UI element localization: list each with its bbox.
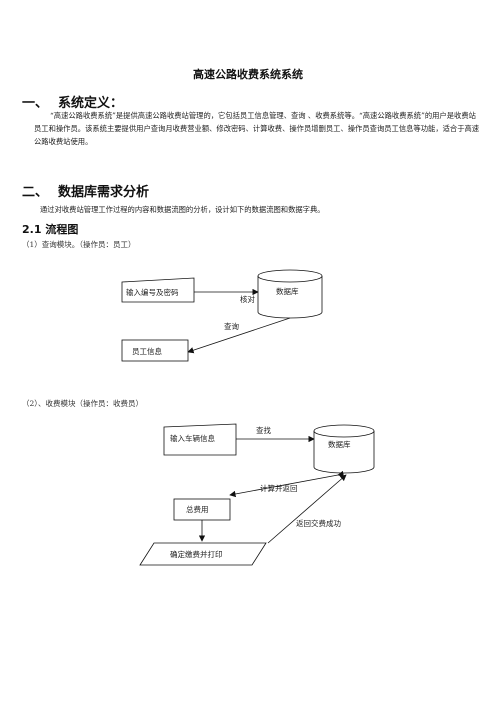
flow2-caption: （2）、收费模块（操作员：收费员） [22,399,144,408]
section2-title: 数据库需求分析 [58,185,150,200]
search-label: 查找 [256,425,271,435]
employee-info-label: 员工信息 [132,346,162,356]
verify-label: 核对 [240,294,255,304]
calc-return-label: 计算并返回 [260,483,298,493]
confirm-pay-print-label: 确定缴费并打印 [170,549,223,559]
input-id-password-label: 输入编号及密码 [126,287,179,297]
section1-heading: 一、系统定义： [22,92,123,111]
payment-success-label: 返回交费成功 [296,518,341,528]
section1-number: 一、 [22,96,49,111]
section2-number: 二、 [22,185,49,200]
section2-paragraph: 通过对收费站管理工作过程的内容和数据流图的分析，设计如下的数据流图和数据字典。 [40,205,325,214]
document-title: 高速公路收费系统系统 [193,68,303,81]
query-label: 查询 [224,321,239,331]
flowchart-charge-module: 输入车辆信息 查找 数据库 计算并返回 总费用 确定缴费并打印 返回交费成功 [139,423,375,566]
section2-heading: 二、数据库需求分析 [22,181,149,200]
database-label: 数据库 [276,286,299,296]
payment-success-arrow [267,474,347,544]
employee-info-box [121,339,189,362]
calc-return-arrow [229,470,345,498]
flow1-caption: （1）查询模块。（操作员：员工） [22,240,136,249]
section1-title: 系统定义： [58,96,124,111]
input-vehicle-info-label: 输入车辆信息 [170,433,215,443]
input-id-password-shape [121,277,195,303]
subsection-2-1-heading: 2.1 流程图 [22,223,79,236]
section1-paragraph: “高速公路收费系统”是提供高速公路收费站管理的，它包括员工信息管理、查询 、收费… [34,111,480,146]
confirm-pay-print-shape [139,542,267,566]
input-vehicle-info-shape [163,423,237,456]
flowchart-query-module: 输入编号及密码 核对 数据库 查询 员工信息 [121,269,323,362]
query-arrow [187,317,291,354]
database-cylinder-2: 数据库 [313,424,375,474]
database-label-2: 数据库 [328,439,351,449]
total-fee-label: 总费用 [186,504,209,514]
database-cylinder: 数据库 [257,269,323,319]
